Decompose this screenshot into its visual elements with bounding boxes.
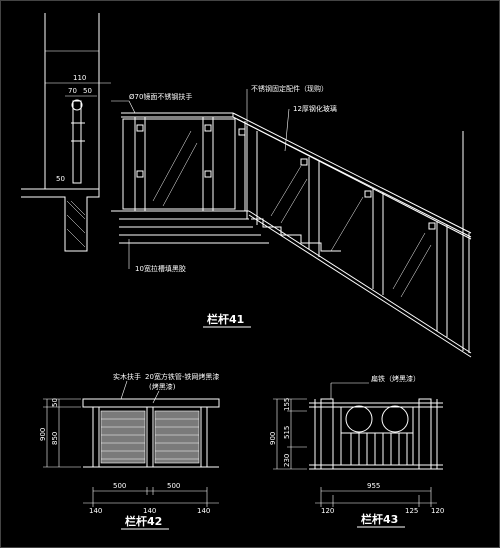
railing42-dim-140a: 140	[89, 507, 102, 515]
railing42-dim-140c: 140	[197, 507, 210, 515]
railing42-note-paint: (烤黑漆)	[149, 382, 176, 391]
railing42-elevation: 实木扶手 20宽方铁管-铁网烤黑漆 (烤黑漆)	[39, 372, 220, 530]
railing41-note-handrail: Ø70镜面不锈钢扶手	[129, 92, 192, 101]
railing42-dim-850: 850	[51, 432, 59, 445]
railing41-dim-50: 50	[83, 87, 92, 95]
railing41-dim-70: 70	[68, 87, 77, 95]
railing42-note-wood: 实木扶手	[113, 372, 141, 381]
railing41-note-glass: 12厚钢化玻璃	[293, 104, 337, 113]
railing43-dim-120a: 120	[321, 507, 334, 515]
railing43-note-panel: 扁铁（烤黑漆）	[371, 374, 420, 383]
railing41-note-groove: 10宽拉槽填黑胶	[135, 264, 186, 273]
railing43-title: 栏杆43	[361, 512, 398, 526]
railing41-title: 栏杆41	[207, 312, 244, 326]
railing42-dim-140b: 140	[143, 507, 156, 515]
railing41-dim-110: 110	[73, 74, 86, 82]
railing43-dim-955: 955	[367, 482, 380, 490]
railing42-dim-900: 900	[39, 428, 47, 441]
railing42-note-steel: 20宽方铁管-铁网烤黑漆	[145, 372, 219, 381]
railing42-dim-500b: 500	[167, 482, 180, 490]
railing42-dim-500a: 500	[113, 482, 126, 490]
railing43-dim-515: 515	[283, 426, 291, 439]
railing43-dim-155: 155	[283, 398, 291, 411]
railing43-dim-900: 900	[269, 432, 277, 445]
railing43-dim-230: 230	[283, 454, 291, 467]
railing43-dim-125: 125	[405, 507, 418, 515]
railing41-section: 110 70 50 50	[21, 13, 472, 358]
railing41-note-fixture: 不锈钢固定配件（现购）	[251, 84, 328, 93]
railing43-elevation: 扁铁（烤黑漆）	[269, 374, 444, 528]
railing42-dim-50: 50	[51, 398, 59, 407]
railing42-title: 栏杆42	[125, 514, 162, 528]
railing43-dim-120b: 120	[431, 507, 444, 515]
railing41-dim-50b: 50	[56, 175, 65, 183]
